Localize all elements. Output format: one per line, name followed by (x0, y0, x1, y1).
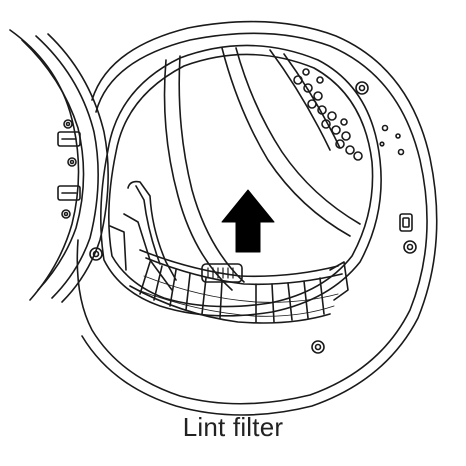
front-panel-ring (76, 20, 438, 416)
door-edge (9, 29, 109, 303)
drum-back-ribs (163, 47, 361, 291)
vent-holes (293, 68, 363, 161)
up-arrow-icon (221, 189, 275, 253)
lint-filter (109, 180, 349, 324)
drum-opening (100, 44, 382, 317)
caption: Lint filter (182, 412, 284, 442)
